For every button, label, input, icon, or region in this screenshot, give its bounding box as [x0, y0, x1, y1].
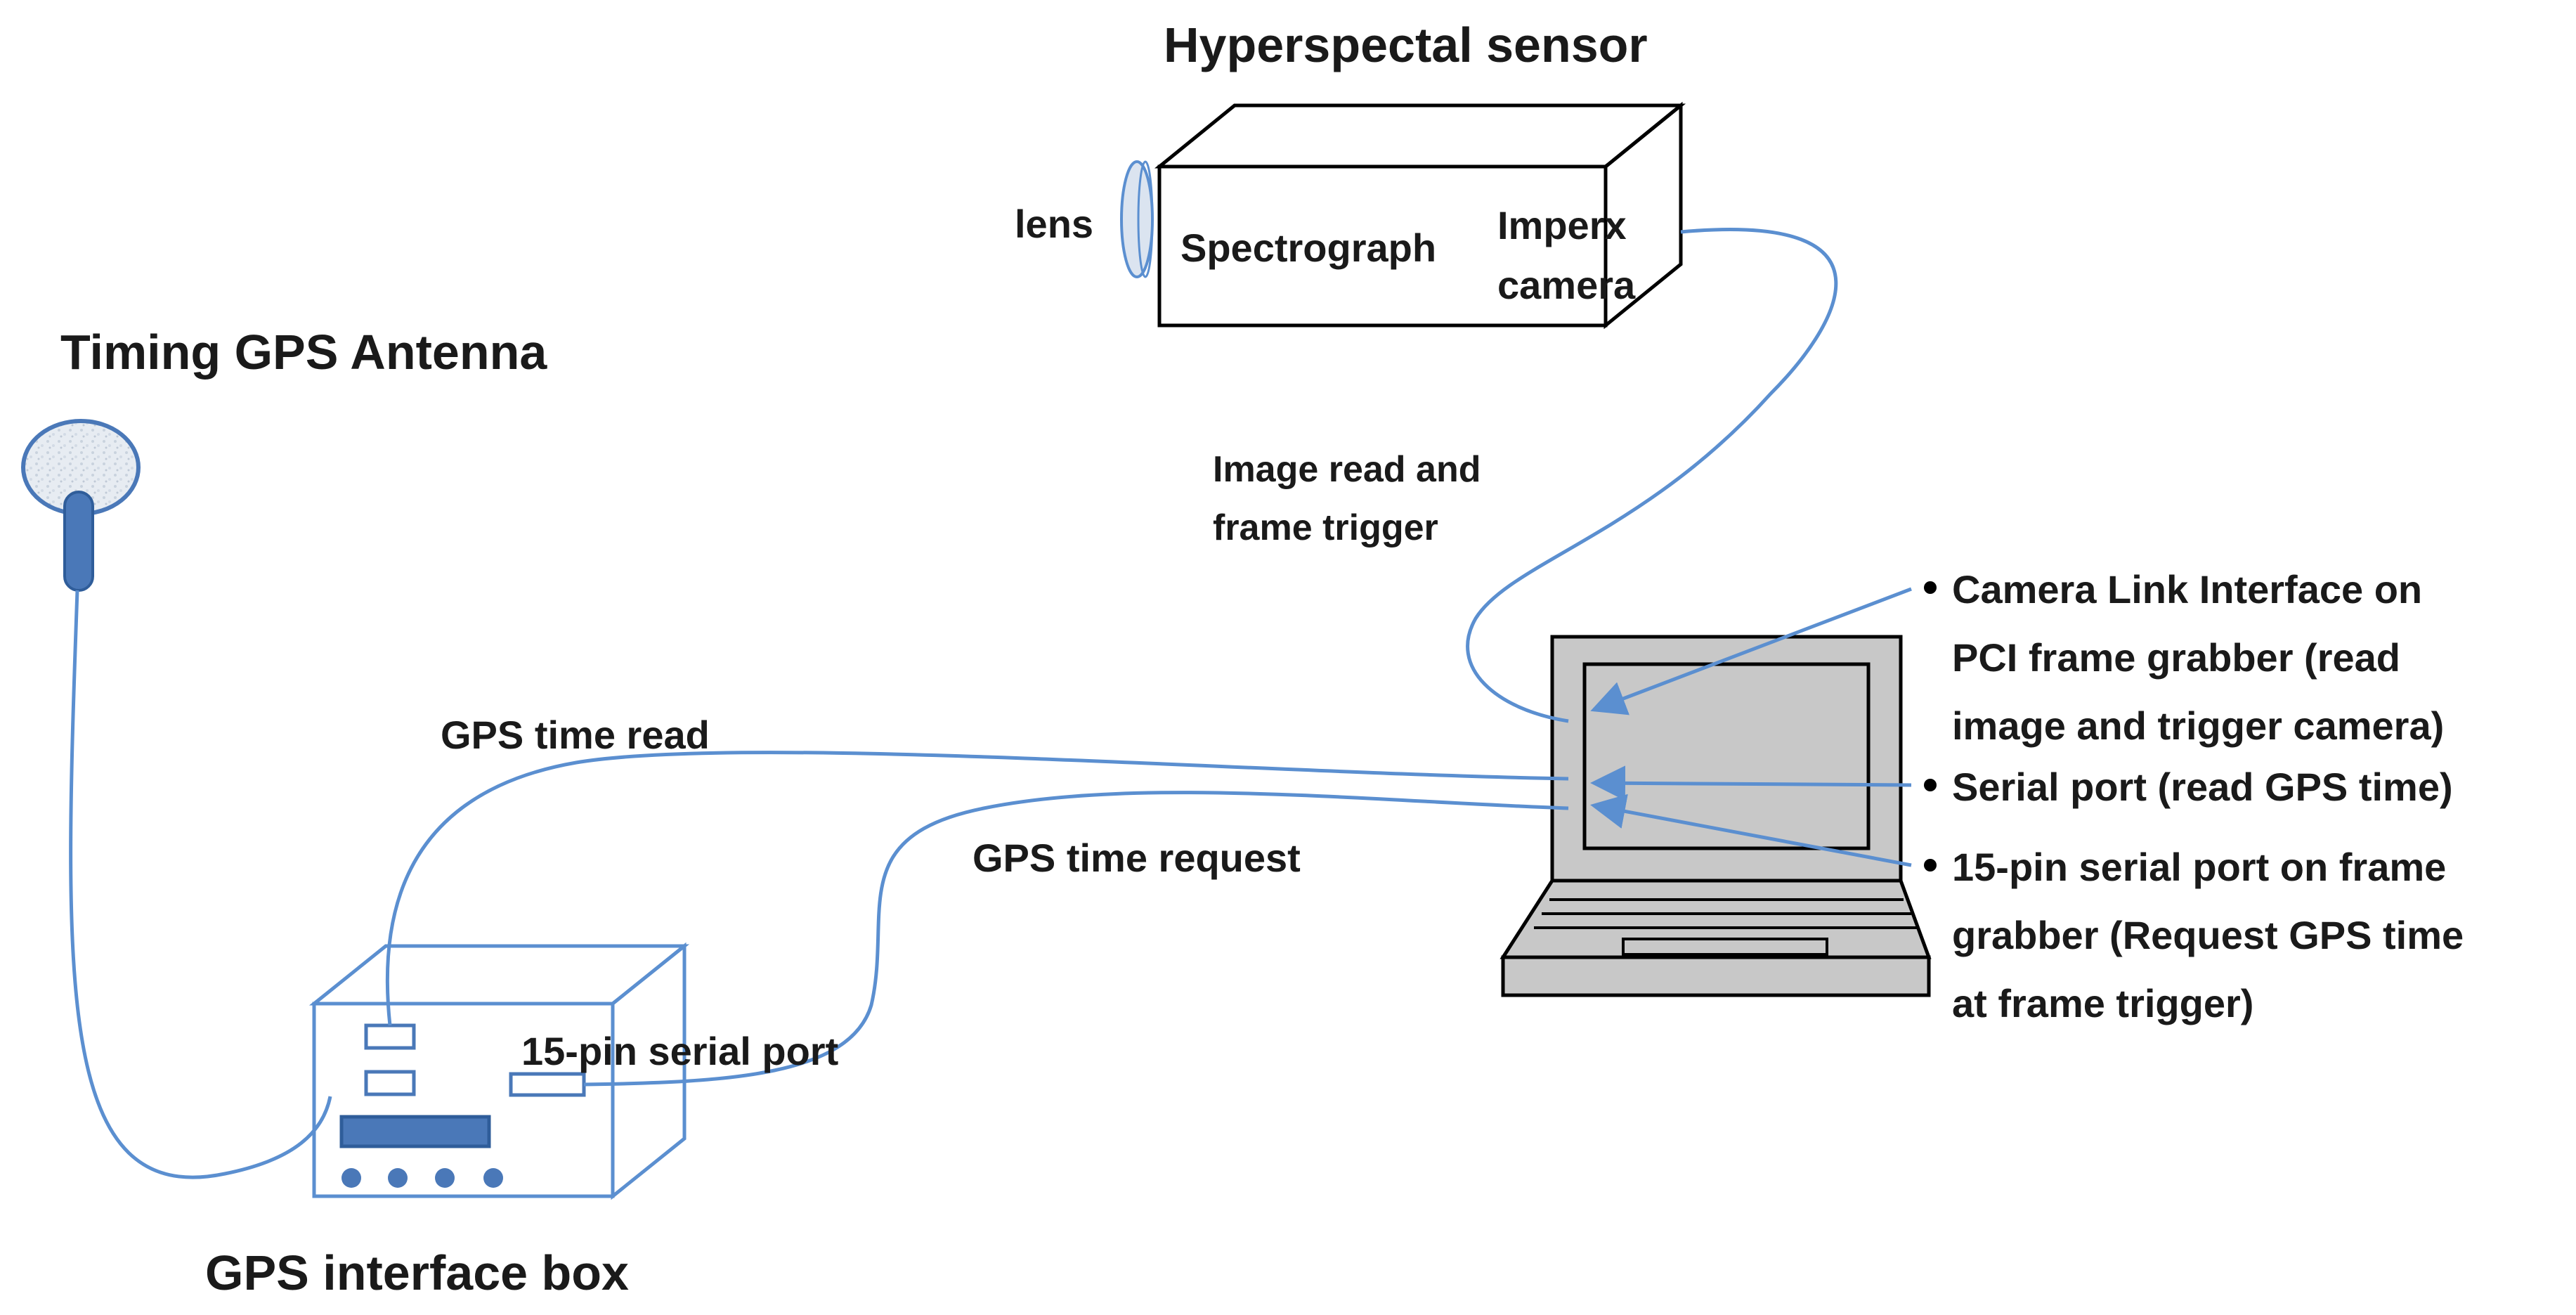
gps-time-read-cable [385, 751, 1569, 1026]
imperx-label-line1: Imperx [1497, 203, 1627, 247]
note-3-line-1: 15-pin serial port on frame [1952, 845, 2446, 889]
note-bullet-2 [1924, 779, 1937, 791]
hyperspectral-sensor: Hyperspectal sensor lens Spectrograph Im… [1015, 18, 1686, 330]
spectrograph-label: Spectrograph [1180, 226, 1436, 270]
serial-port-15pin-connector [509, 1072, 586, 1097]
antenna-stem [63, 491, 94, 592]
gps-time-read-label: GPS time read [441, 713, 710, 757]
note-3-line-3: at frame trigger) [1952, 981, 2253, 1025]
gps-box-display-panel [339, 1115, 491, 1148]
laptop-touchpad [1622, 938, 1828, 956]
note-bullet-1 [1924, 581, 1937, 594]
laptop-base [1501, 955, 1931, 997]
note-1-line-1: Camera Link Interface on [1952, 567, 2422, 611]
timing-gps-antenna: Timing GPS Antenna [21, 325, 547, 592]
interface-notes: Camera Link Interface on PCI frame grabb… [1924, 567, 2464, 1025]
serial-port-15pin-label: 15-pin serial port [521, 1029, 838, 1073]
image-read-label-line1: Image read and [1213, 449, 1481, 490]
sensor-box-front [1157, 164, 1608, 328]
gps-box-knob-4 [483, 1168, 503, 1188]
laptop [1500, 635, 1932, 997]
note-1-line-2: PCI frame grabber (read [1952, 635, 2400, 680]
gps-time-request-cable [583, 791, 1569, 1087]
arrow-15pin-port [1590, 793, 1912, 867]
sensor-title: Hyperspectal sensor [1164, 18, 1648, 72]
lens-label: lens [1015, 202, 1093, 246]
gps-box-port-2 [364, 1070, 416, 1096]
gps-box-front [312, 1002, 615, 1198]
note-3-line-2: grabber (Request GPS time [1952, 913, 2464, 957]
antenna-title: Timing GPS Antenna [60, 325, 547, 380]
note-bullet-3 [1924, 859, 1937, 872]
image-read-label-line2: frame trigger [1213, 507, 1438, 548]
lens-rim [1137, 160, 1154, 278]
arrow-camera-link [1590, 587, 1912, 715]
sensor-box-top [1154, 103, 1686, 169]
note-2-line-1: Serial port (read GPS time) [1952, 765, 2453, 809]
gps-time-request-label: GPS time request [972, 836, 1301, 880]
imperx-label-line2: camera [1497, 263, 1636, 307]
note-1-line-3: image and trigger camera) [1952, 704, 2444, 748]
antenna-cable [69, 590, 332, 1179]
gps-box-knob-3 [435, 1168, 455, 1188]
camera-link-cable [1466, 228, 1838, 723]
gps-box-title: GPS interface box [205, 1245, 629, 1300]
arrow-serial-port [1590, 765, 1912, 801]
lens-icon [1120, 160, 1154, 278]
gps-box-knob-1 [341, 1168, 361, 1188]
laptop-screen [1582, 662, 1871, 850]
gps-box-knob-2 [388, 1168, 408, 1188]
gps-box-port-1 [364, 1023, 416, 1050]
gps-interface-box: GPS interface box [205, 942, 690, 1300]
